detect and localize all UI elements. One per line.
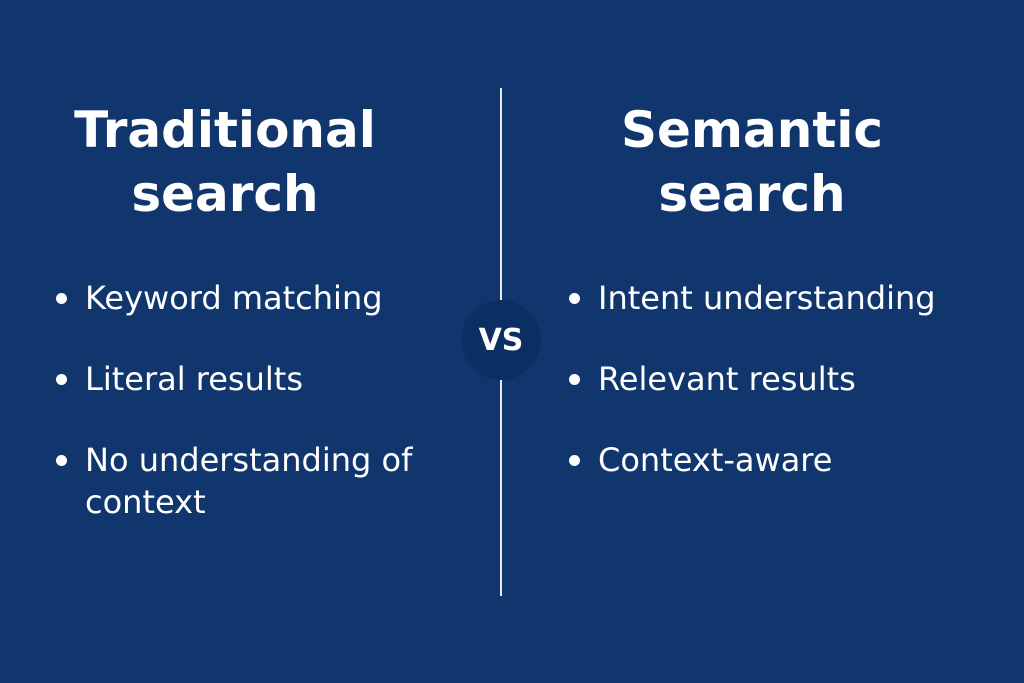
bullet-icon: [56, 293, 67, 304]
list-item-text: Keyword matching: [85, 279, 383, 317]
list-item: Relevant results: [569, 358, 998, 400]
bullet-icon: [569, 455, 580, 466]
title-line: Traditional: [74, 101, 376, 159]
vs-label: VS: [478, 322, 524, 358]
list-item-text: Context-aware: [598, 441, 833, 479]
list-item-text: No understanding of context: [85, 441, 413, 521]
list-item-text: Intent understanding: [598, 279, 936, 317]
bullet-icon: [56, 455, 67, 466]
list-item: Literal results: [56, 358, 415, 400]
bullet-icon: [569, 293, 580, 304]
semantic-search-title: Semantic search: [552, 98, 952, 226]
traditional-search-title: Traditional search: [25, 98, 425, 226]
list-item-text: Relevant results: [598, 360, 856, 398]
semantic-search-list: Intent understanding Relevant results Co…: [569, 277, 998, 520]
list-item: Intent understanding: [569, 277, 998, 319]
list-item: No understanding of context: [56, 439, 415, 523]
bullet-icon: [569, 374, 580, 385]
title-line: search: [131, 165, 319, 223]
title-line: Semantic: [620, 101, 884, 159]
title-line: search: [658, 165, 846, 223]
traditional-search-list: Keyword matching Literal results No unde…: [56, 277, 415, 562]
list-item-text: Literal results: [85, 360, 303, 398]
vs-badge: VS: [461, 300, 541, 380]
bullet-icon: [56, 374, 67, 385]
list-item: Context-aware: [569, 439, 998, 481]
list-item: Keyword matching: [56, 277, 415, 319]
